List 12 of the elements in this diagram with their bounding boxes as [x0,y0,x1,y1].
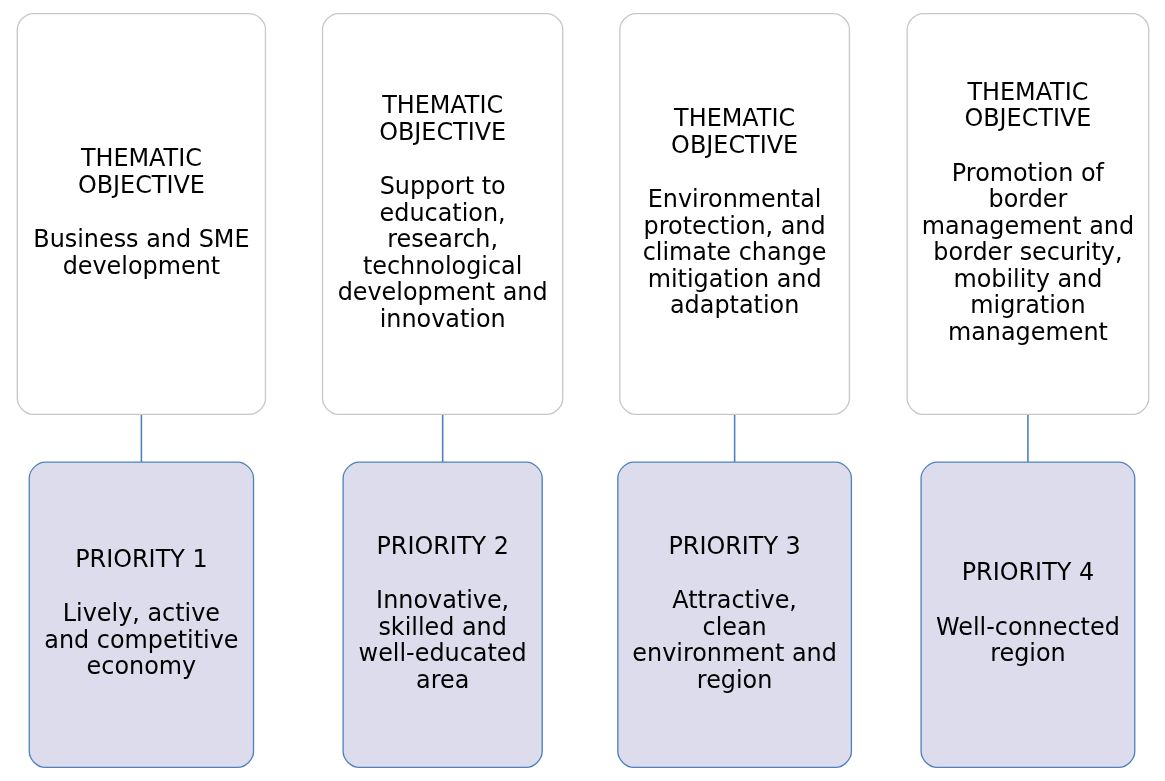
connector [140,414,142,463]
connector [1026,414,1029,463]
node-box: PRIORITY 2 Innovative, skilled and well-educated area [341,461,543,769]
node-box: THEMATIC OBJECTIVE Support to education, research, technological development and innovation [321,12,563,416]
node-box: PRIORITY 4 Well-connected region [919,461,1135,769]
node-box: THEMATIC OBJECTIVE Business and SME development [16,12,266,416]
node-box: THEMATIC OBJECTIVE Environmental protection, and climate change mitigation and adaptation [618,12,850,416]
node-box: PRIORITY 1 Lively, active and competitive economy [28,461,254,769]
node-box: THEMATIC OBJECTIVE Promotion of border management and border security, mobility and migration management [906,12,1149,416]
connector [441,414,443,463]
connector [733,414,735,463]
node-box: PRIORITY 3 Attractive, clean environment and region [616,461,852,769]
